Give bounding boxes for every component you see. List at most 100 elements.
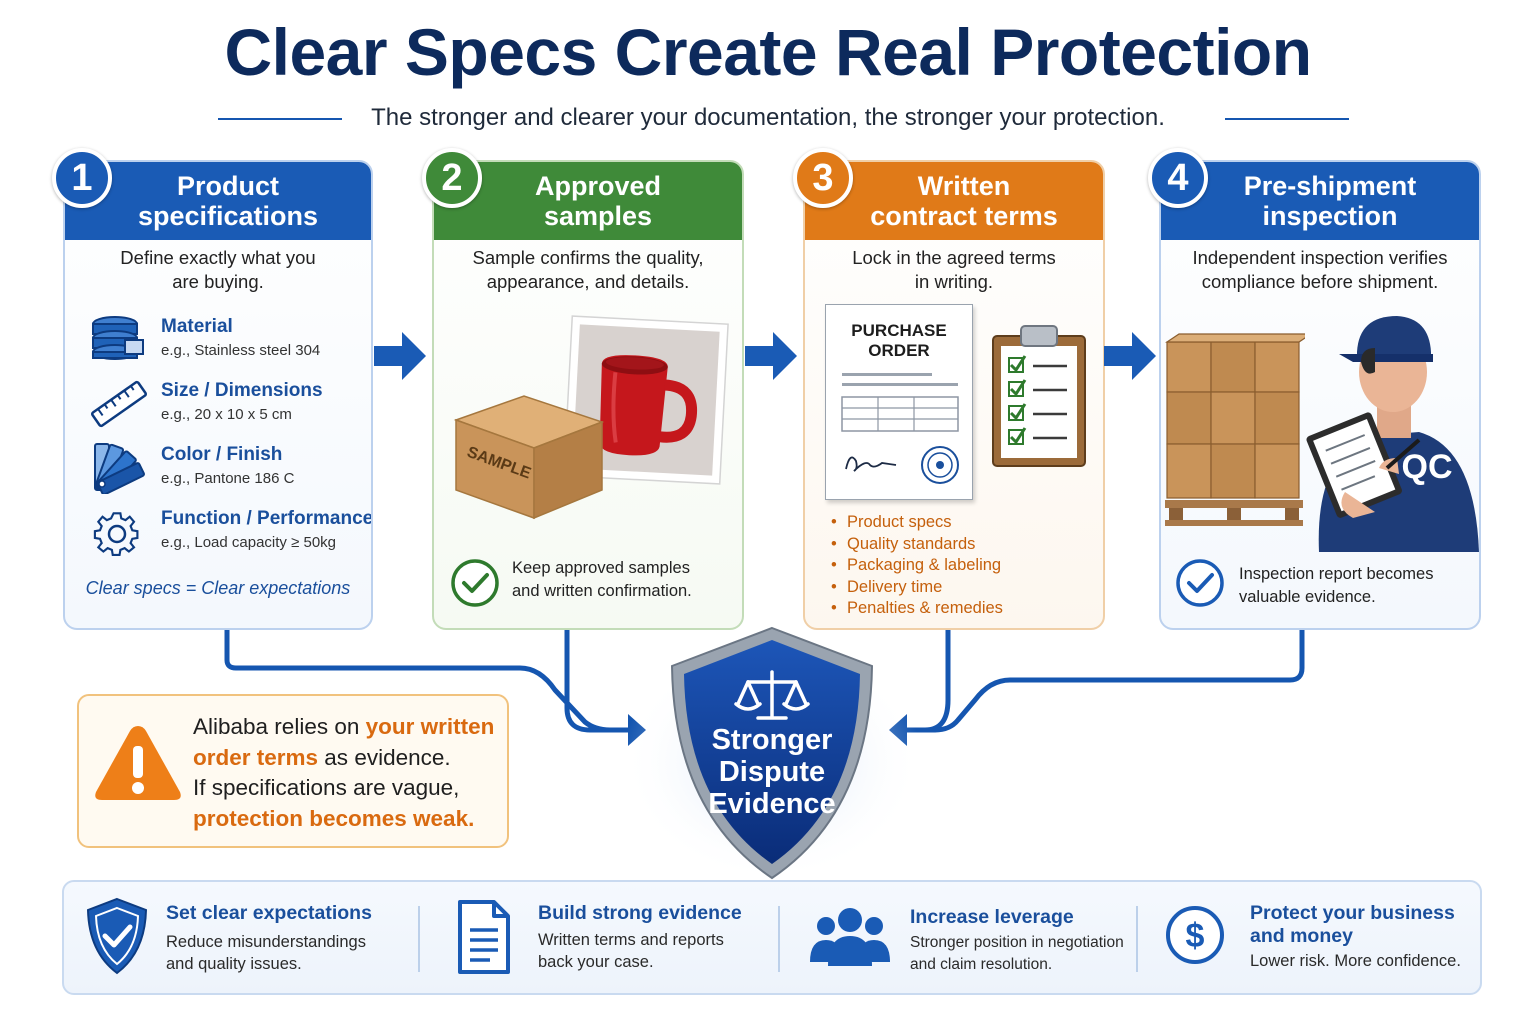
spec-label: Size / Dimensions bbox=[161, 380, 323, 401]
spec-label: Material bbox=[161, 316, 233, 337]
arrow-right-icon bbox=[1104, 332, 1156, 380]
qc-badge-label: QC bbox=[1402, 448, 1453, 486]
warning-line3: If specifications are vague, bbox=[193, 775, 460, 800]
footer-line1: Inspection report becomes bbox=[1239, 565, 1434, 583]
color-swatch-icon bbox=[94, 443, 145, 494]
sample-box-icon: SAMPLE bbox=[453, 395, 605, 520]
red-mug-photo bbox=[563, 315, 729, 485]
card-desc-line1: Independent inspection verifies bbox=[1192, 247, 1448, 268]
card-header: Written contract terms bbox=[805, 162, 1103, 240]
card-title-line1: Written bbox=[917, 171, 1011, 201]
step-badge-4: 4 bbox=[1148, 148, 1208, 208]
warning-text: Alibaba relies on your written order ter… bbox=[193, 712, 494, 834]
shield-line1: Stronger bbox=[711, 724, 833, 756]
benefit-divider bbox=[418, 906, 420, 972]
shield-label: Stronger Dispute Evidence bbox=[672, 724, 872, 820]
shield-check-icon bbox=[86, 897, 148, 975]
subtitle-row: The stronger and clearer your documentat… bbox=[0, 104, 1536, 134]
shield-line2: Dispute bbox=[718, 756, 826, 788]
step-badge-2: 2 bbox=[422, 148, 482, 208]
qc-inspector-icon: QC bbox=[1306, 316, 1479, 552]
step-badge-1: 1 bbox=[52, 148, 112, 208]
step-card-product-specifications: Product specifications Define exactly wh… bbox=[63, 160, 373, 630]
spec-example: e.g., Pantone 186 C bbox=[161, 470, 295, 487]
dollar-icon: $ bbox=[1166, 906, 1224, 964]
benefit-desc-line2: back your case. bbox=[538, 953, 654, 971]
subtitle-right-rule bbox=[1225, 118, 1349, 120]
warning-line2-highlight: order terms bbox=[193, 744, 319, 770]
warning-line1-a: Alibaba relies on bbox=[193, 714, 366, 739]
arrow-right-icon bbox=[745, 332, 797, 380]
step-card-written-contract: Written contract terms Lock in the agree… bbox=[803, 160, 1105, 630]
benefit-desc: Lower risk. More confidence. bbox=[1250, 952, 1461, 970]
card-title-line1: Approved bbox=[534, 171, 661, 201]
term-item: Product specs bbox=[831, 512, 1003, 534]
benefit-desc-line1: Written terms and reports bbox=[538, 931, 724, 949]
card-title-line2: inspection bbox=[1262, 201, 1398, 231]
document-icon bbox=[458, 900, 510, 974]
warning-line1-highlight: your written bbox=[365, 714, 495, 739]
card-header: Approved samples bbox=[434, 162, 742, 240]
spec-item-color: Color / Finish e.g., Pantone 186 C bbox=[91, 442, 371, 498]
benefits-bar: Set clear expectations Reduce misunderst… bbox=[62, 880, 1482, 995]
spec-label: Color / Finish bbox=[161, 444, 283, 465]
benefit-title: Protect your business and money bbox=[1250, 902, 1455, 948]
card-desc-line2: compliance before shipment. bbox=[1201, 271, 1439, 292]
subtitle-left-rule bbox=[218, 118, 342, 120]
spec-item-material: Material e.g., Stainless steel 304 bbox=[91, 314, 371, 370]
footer-line2: valuable evidence. bbox=[1239, 588, 1376, 606]
card-description: Sample confirms the quality, appearance,… bbox=[444, 246, 732, 294]
purchase-order-document: PURCHASE ORDER bbox=[825, 304, 973, 500]
page-subtitle: The stronger and clearer your documentat… bbox=[371, 104, 1165, 131]
inspection-footer: Inspection report becomes valuable evide… bbox=[1239, 563, 1433, 609]
benefit-item-protect-money: $ Protect your business and money Lower … bbox=[1138, 882, 1482, 997]
ruler-icon bbox=[91, 380, 147, 428]
card-title-line2: samples bbox=[543, 201, 653, 231]
benefit-title: Set clear expectations bbox=[166, 902, 372, 924]
term-item: Quality standards bbox=[831, 534, 1003, 556]
benefit-item-expectations: Set clear expectations Reduce misunderst… bbox=[64, 882, 419, 997]
shield-line3: Evidence bbox=[708, 788, 836, 820]
benefit-title: Increase leverage bbox=[910, 906, 1074, 928]
card-title-line1: Pre-shipment bbox=[1243, 171, 1417, 201]
material-icon bbox=[92, 316, 144, 360]
benefit-title-line2: and money bbox=[1250, 925, 1353, 947]
dispute-evidence-shield-icon bbox=[622, 626, 922, 882]
benefit-divider bbox=[1136, 906, 1138, 972]
card-desc-line1: Lock in the agreed terms bbox=[852, 247, 1056, 268]
check-circle-icon bbox=[1176, 559, 1224, 607]
card-title-line2: contract terms bbox=[870, 201, 1058, 231]
footer-line1: Keep approved samples bbox=[512, 559, 690, 577]
arrow-right-icon bbox=[374, 332, 426, 380]
card-desc-line1: Define exactly what you bbox=[120, 247, 316, 268]
benefit-title-line1: Protect your business bbox=[1250, 902, 1455, 924]
card-header: Pre-shipment inspection bbox=[1161, 162, 1479, 240]
po-title-line2: ORDER bbox=[868, 341, 930, 360]
card-description: Define exactly what you are buying. bbox=[75, 246, 361, 294]
warning-triangle-icon bbox=[95, 726, 181, 800]
card-description: Lock in the agreed terms in writing. bbox=[815, 246, 1093, 294]
contract-terms-list: Product specs Quality standards Packagin… bbox=[831, 512, 1003, 620]
card-description: Independent inspection verifies complian… bbox=[1171, 246, 1469, 294]
warning-line2-b: as evidence. bbox=[318, 744, 451, 770]
checklist-clipboard-icon bbox=[992, 325, 1086, 467]
card-desc-line2: are buying. bbox=[172, 271, 264, 292]
spec-example: e.g., Load capacity ≥ 50kg bbox=[161, 534, 337, 551]
svg-text:$: $ bbox=[1186, 917, 1205, 955]
term-item: Penalties & remedies bbox=[831, 598, 1003, 620]
po-title-line1: PURCHASE bbox=[851, 321, 947, 340]
spec-example: e.g., Stainless steel 304 bbox=[161, 342, 321, 359]
samples-footer: Keep approved samples and written confir… bbox=[512, 557, 692, 603]
benefit-desc: Stronger position in negotiation and cla… bbox=[910, 932, 1124, 976]
benefit-desc-line1: Stronger position in negotiation bbox=[910, 934, 1124, 951]
benefit-item-leverage: Increase leverage Stronger position in n… bbox=[780, 882, 1136, 997]
benefit-desc-line2: and claim resolution. bbox=[910, 956, 1053, 973]
step-card-pre-shipment-inspection: Pre-shipment inspection Independent insp… bbox=[1159, 160, 1481, 630]
po-details bbox=[841, 373, 959, 484]
clear-specs-note: Clear specs = Clear expectations bbox=[85, 578, 351, 598]
step-badge-3: 3 bbox=[793, 148, 853, 208]
spec-example: e.g., 20 x 10 x 5 cm bbox=[161, 406, 292, 423]
card-header: Product specifications bbox=[65, 162, 371, 240]
benefit-desc: Reduce misunderstandings and quality iss… bbox=[166, 931, 366, 975]
people-icon bbox=[810, 908, 890, 966]
